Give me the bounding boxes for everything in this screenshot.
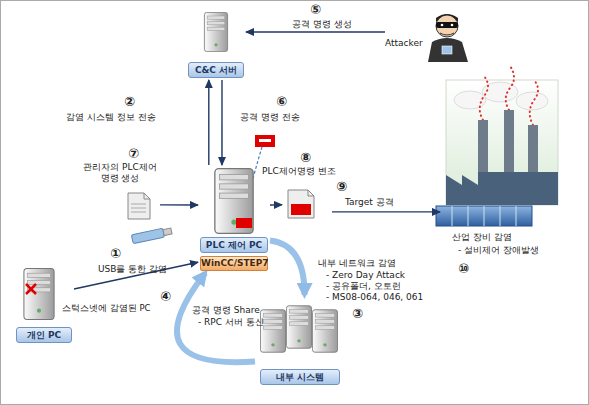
usb-stick [131, 227, 172, 244]
node-text: 관리자의 PLC제어 명령 생성 [78, 162, 162, 184]
infected-x [26, 284, 36, 294]
callout-number: ⑤ [310, 3, 321, 17]
system-node: 내부 시스템 [255, 295, 345, 390]
server-icon [24, 269, 54, 320]
pc-node: 스턱스넷에 감염된 PC개인 PC [12, 265, 74, 345]
edge-label: 감염 시스템 정보 전송 [66, 112, 156, 123]
node-text: PLC제어명령 변조 [262, 166, 336, 177]
node-text: 개인 PC [16, 327, 72, 343]
document-node: PLC제어명령 변조 [282, 166, 332, 220]
node-text: 내부 시스템 [260, 369, 340, 385]
server-icon [215, 169, 253, 234]
flow-arrow [221, 80, 222, 165]
attack-packet-mark [259, 139, 271, 142]
node-text: PLC 제어 PC [200, 237, 268, 253]
node-text: Attacker [385, 38, 423, 49]
document-icon [288, 190, 314, 218]
edge-label: USB를 통한 감염 [98, 264, 167, 275]
document-icon [128, 193, 150, 219]
note-text: - 공유폴더, 오토런 [326, 281, 401, 292]
note-text: 내부 네트워크 감염 [318, 258, 396, 269]
callout-number: ⑩ [458, 262, 469, 276]
node-text: WinCC/STEP7 [200, 256, 268, 271]
callout-number: ⑦ [128, 147, 139, 161]
node-text: 산업 장비 감염 [452, 232, 512, 243]
note-text: - MS08-064, 046, 061 [326, 292, 423, 303]
server-node: C&C 서버 [186, 10, 246, 80]
flow-arrow [160, 204, 198, 205]
cycle-arrow [270, 241, 305, 295]
factory-illustration [436, 66, 558, 226]
callout-number: ③ [352, 307, 363, 321]
plc-pc-node: PLC 제어 PC WinCC/STEP7 [198, 165, 270, 273]
attacker-figure [428, 14, 468, 62]
flow-arrow [74, 262, 198, 289]
server-icon [286, 306, 311, 348]
flow-arrow [208, 80, 209, 165]
flow-arrow [332, 211, 440, 212]
flow-arrow [246, 31, 385, 32]
callout-number: ④ [160, 290, 171, 304]
edge-label: Target 공격 [345, 197, 394, 208]
node-text: 스턱스넷에 감염된 PC [62, 303, 150, 314]
callout-number: ② [124, 95, 135, 109]
server-icon [260, 310, 285, 352]
server-icon [204, 12, 227, 51]
factory-node: 산업 장비 감염 - 설비제어 장애발생 [440, 75, 565, 260]
callout-number: ⑥ [276, 95, 287, 109]
edge-label: 공격 명령 전송 [240, 112, 300, 123]
attack-packet [255, 135, 275, 147]
callout-number: ⑨ [336, 180, 347, 194]
software-box: WinCC/STEP7 [200, 256, 268, 271]
note-text: - RPC 서버 통신 [198, 317, 264, 328]
document-node: 관리자의 PLC제어 명령 생성 [80, 162, 160, 220]
node-text: C&C 서버 [188, 62, 244, 78]
server-icon [312, 310, 337, 352]
note-text: - Zero Day Attack [326, 270, 405, 281]
callout-number: ① [110, 247, 121, 261]
node-text: - 설비제어 장애발생 [458, 245, 539, 256]
infected-mark [236, 218, 252, 228]
callout-number: ⑧ [300, 151, 311, 165]
attacker-node: Attacker [385, 10, 480, 65]
note-text: 공격 명령 Share [192, 305, 260, 316]
edge-label: 공격 명령 생성 [292, 19, 352, 30]
flow-arrow [270, 204, 282, 205]
